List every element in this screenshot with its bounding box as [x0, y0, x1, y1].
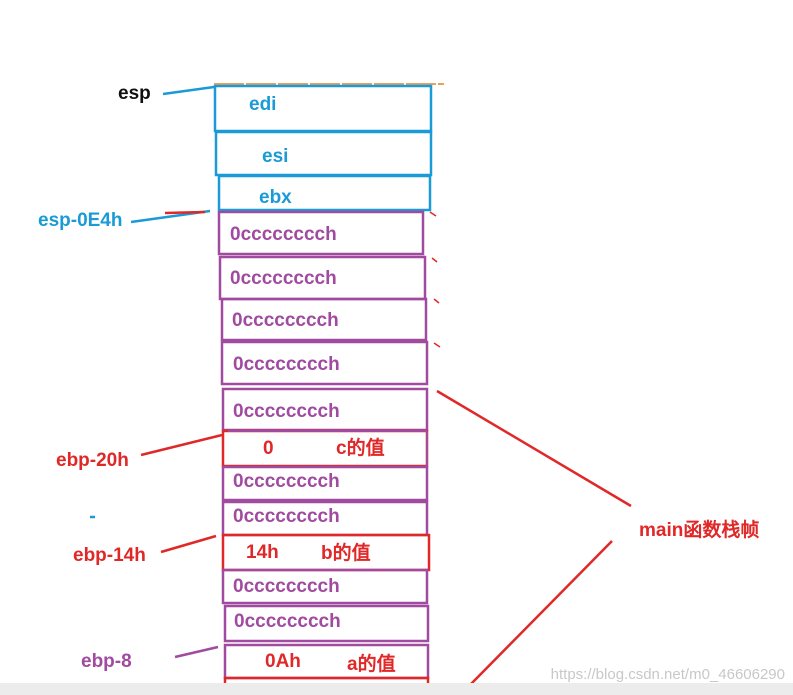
cell-fill-8-text: 0cccccccch [233, 576, 340, 597]
label-ebp-20h: ebp-20h [56, 450, 129, 471]
cell-fill-4 [220, 340, 429, 386]
cell-ebx [217, 174, 432, 212]
cell-esi [214, 130, 433, 177]
cell-var-b-value: 14h [246, 542, 279, 563]
cell-var-c-caption: c的值 [336, 436, 385, 459]
label-ebp-14h: ebp-14h [73, 545, 146, 566]
label-esp-0e4h: esp-0E4h [38, 210, 122, 231]
pointer-ebp-8 [174, 645, 219, 659]
pointer-ebp-20h [140, 433, 223, 457]
cell-fill-7-text: 0cccccccch [233, 506, 340, 527]
frame-label-group: main函数栈帧 [436, 389, 759, 686]
cell-esi-text: esi [262, 146, 288, 167]
label-ebp-8: ebp-8 [81, 651, 132, 672]
edge-tick-marks [429, 211, 441, 348]
cell-fill-6 [221, 465, 429, 502]
label-main-frame: main函数栈帧 [639, 518, 759, 541]
cell-fill-9-text: 0cccccccch [234, 611, 341, 632]
cell-fill-3-text: 0cccccccch [232, 310, 339, 331]
cell-var-b-caption: b的值 [321, 541, 371, 564]
cell-fill-2-text: 0cccccccch [230, 268, 337, 289]
footer-bar [0, 683, 793, 695]
cell-fill-3 [220, 297, 428, 342]
fill-cells: 0cccccccch 0cccccccch 0cccccccch 0cccccc… [217, 210, 429, 432]
cell-var-a-value: 0Ah [265, 651, 301, 672]
cell-fill-1 [217, 210, 425, 256]
cell-fill-8 [221, 568, 429, 605]
cell-fill-1-text: 0cccccccch [230, 224, 337, 245]
cell-fill-5-text: 0cccccccch [233, 401, 340, 422]
pointer-ebp-14h [160, 534, 217, 554]
cell-fill-4-text: 0cccccccch [233, 354, 340, 375]
watermark-text: https://blog.csdn.net/m0_46606290 [550, 666, 785, 683]
frame-pointer-bottom [469, 540, 613, 686]
cell-var-a [223, 643, 430, 680]
variable-cells: 0 c的值 0cccccccch 0cccccccch 14h b的值 0ccc… [221, 429, 431, 695]
register-cells: edi esi ebx [213, 84, 433, 212]
pointer-esp [162, 85, 215, 96]
cell-edi [213, 84, 433, 133]
frame-pointer-top [436, 389, 632, 508]
side-labels: esp esp-0E4h ebp-20h ebp-14h ebp-8 [38, 83, 223, 672]
cell-fill-6-text: 0cccccccch [233, 471, 340, 492]
cell-fill-9 [223, 604, 430, 643]
label-esp: esp [118, 83, 151, 104]
pointer-esp-0e4h-red [164, 210, 206, 215]
cell-var-c-value: 0 [263, 438, 274, 459]
cell-var-c [221, 429, 429, 468]
cell-var-a-caption: a的值 [347, 652, 396, 675]
cell-edi-text: edi [249, 94, 276, 115]
cell-ebx-text: ebx [259, 187, 292, 208]
